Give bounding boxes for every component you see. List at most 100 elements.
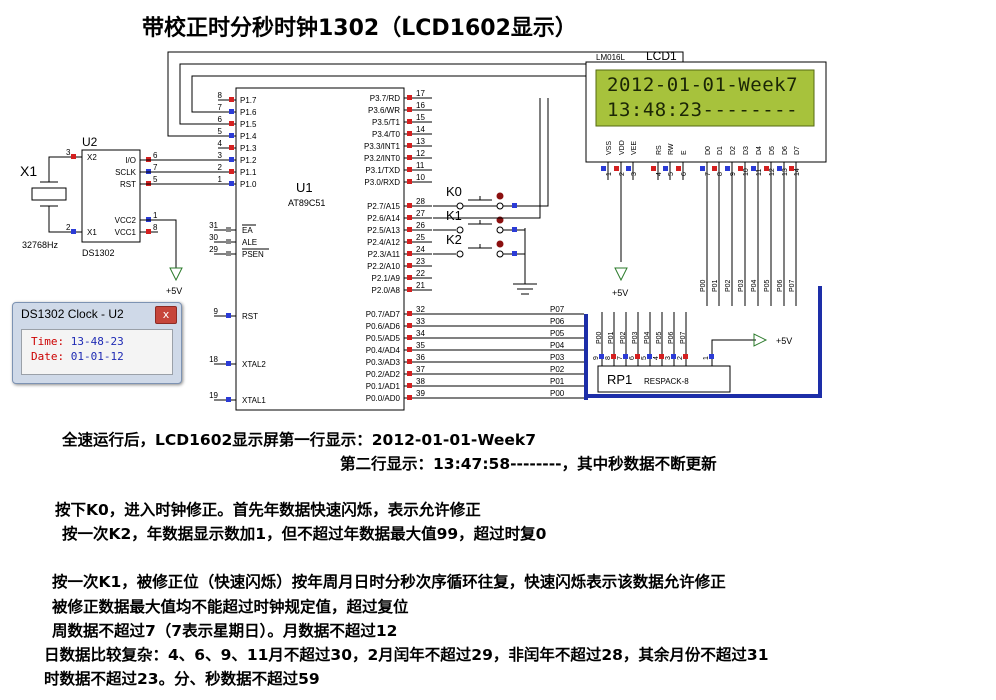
respack-net-label: P00 <box>596 331 603 344</box>
pin-state-marker <box>407 119 412 124</box>
mcu-pin-name: P0.6/AD6 <box>366 322 401 331</box>
rtc-p1-wires <box>140 159 218 268</box>
mcu-pin-name: P2.6/A14 <box>367 214 400 223</box>
pin-state-marker <box>407 203 412 208</box>
mcu-pin-name: P0.3/AD3 <box>366 358 401 367</box>
mcu-pin-number: 21 <box>416 281 425 290</box>
lcd-module[interactable] <box>585 61 827 163</box>
mcu-right-pins: 17P3.7/RD16P3.6/WR15P3.5/T114P3.4/T013P3… <box>364 89 432 403</box>
pin-state-marker <box>407 167 412 172</box>
key-button-icon[interactable] <box>496 240 504 248</box>
lcd-pin-name: VSS <box>606 141 613 155</box>
mcu-pin-name: P3.2/INT0 <box>364 154 401 163</box>
mcu-pin-name: P3.3/INT1 <box>364 142 401 151</box>
clock-date-value: 01-01-12 <box>70 350 124 363</box>
close-icon[interactable]: x <box>155 306 177 324</box>
lcd-pin-number: 10 <box>743 168 750 176</box>
lcd-pin-name: VDD <box>619 140 626 155</box>
mcu-pin-number: 1 <box>218 175 223 184</box>
lcd-pin-number: 1 <box>606 172 613 176</box>
mcu-pin-number: 39 <box>416 389 425 398</box>
mcu-pin-name: RST <box>242 312 258 321</box>
pin-state-marker <box>738 166 743 171</box>
key-contact <box>496 202 504 210</box>
respack-pin-number: 1 <box>703 356 710 360</box>
respack-net-label: P02 <box>620 331 627 344</box>
pin-state-marker <box>229 145 234 150</box>
pin-state-marker <box>407 275 412 280</box>
pin-state-marker <box>407 311 412 316</box>
note-9: 时数据不超过23。分、秒数据不超过59 <box>44 670 320 688</box>
mcu-pin-name: P3.7/RD <box>370 94 400 103</box>
respack-net-label: P03 <box>632 331 639 344</box>
mcu-pin-name: EA <box>242 226 253 235</box>
rtc-pin-name: I/O <box>125 156 136 165</box>
lcd-data-net-label: P01 <box>712 279 719 292</box>
mcu-pin-name: P2.0/A8 <box>372 286 401 295</box>
mcu-pin-name: P1.1 <box>240 168 257 177</box>
lcd-pin-name: E <box>681 150 688 155</box>
pin-state-marker <box>407 323 412 328</box>
respack-net-label: P07 <box>680 331 687 344</box>
key-ref: K2 <box>446 232 462 247</box>
mcu-pin-name: P1.3 <box>240 144 257 153</box>
mcu-pin-name: P3.6/WR <box>368 106 400 115</box>
ds1302-clock-window[interactable]: DS1302 Clock - U2 x Time: 13-48-23 Date:… <box>12 302 182 384</box>
mcu-pin-name: P3.5/T1 <box>372 118 401 127</box>
mcu-pin-number: 32 <box>416 305 425 314</box>
pin-state-marker <box>229 97 234 102</box>
pin-state-marker <box>71 229 76 234</box>
mcu-pin-number: 33 <box>416 317 425 326</box>
key-button-icon[interactable] <box>496 192 504 200</box>
mcu-pin-number: 13 <box>416 137 425 146</box>
mcu-pin-name: P1.6 <box>240 108 257 117</box>
pin-state-marker <box>229 109 234 114</box>
pin-state-marker <box>407 131 412 136</box>
pin-state-marker <box>751 166 756 171</box>
rtc-u2[interactable] <box>81 149 141 243</box>
lcd-data-net-label: P05 <box>764 279 771 292</box>
pin-state-marker <box>407 347 412 352</box>
mcu-pin-number: 23 <box>416 257 425 266</box>
pin-state-marker <box>671 354 676 359</box>
pin-state-marker <box>651 166 656 171</box>
mcu-ref: U1 <box>296 180 313 195</box>
respack-pin-number: 3 <box>665 356 672 360</box>
pin-state-marker <box>512 203 517 208</box>
mcu-pin-number: 11 <box>416 161 425 170</box>
p0-net-label: P02 <box>550 365 565 374</box>
crystal-ref: X1 <box>20 163 37 179</box>
mcu-pin-number: 36 <box>416 353 425 362</box>
pin-state-marker <box>611 354 616 359</box>
note-4: 按一次K2，年数据显示数加1，但不超过年数据最大值99，超过时复0 <box>62 525 547 543</box>
respack-net-label: P04 <box>644 331 651 344</box>
p0-net-label: P07 <box>550 305 565 314</box>
mcu-pin-name: P3.1/TXD <box>365 166 400 175</box>
rtc-pin-number: 5 <box>153 175 158 184</box>
pin-state-marker <box>512 251 517 256</box>
clock-window-titlebar[interactable]: DS1302 Clock - U2 x <box>13 303 181 325</box>
lcd-model: LM016L <box>596 53 625 62</box>
pin-state-marker <box>789 166 794 171</box>
pin-state-marker <box>407 371 412 376</box>
pin-state-marker <box>407 395 412 400</box>
mcu-pin-name: P2.7/A15 <box>367 202 400 211</box>
pin-state-marker <box>229 157 234 162</box>
respack-pin-number: 2 <box>677 356 684 360</box>
respack-pin-number: 5 <box>641 356 648 360</box>
respack-supply-label: +5V <box>776 336 792 346</box>
clock-time-value: 13-48-23 <box>70 335 124 348</box>
crystal-x1[interactable] <box>31 156 67 233</box>
pin-state-marker <box>226 313 231 318</box>
respack-pin-number: 4 <box>653 356 660 360</box>
pin-state-marker <box>407 383 412 388</box>
lcd-data-net-label: P02 <box>725 279 732 292</box>
pin-state-marker <box>407 179 412 184</box>
lcd-pin-name: D6 <box>782 146 789 155</box>
clock-window-panel: Time: 13-48-23 Date: 01-01-12 <box>21 329 173 375</box>
pin-state-marker <box>407 239 412 244</box>
respack-rp1[interactable] <box>597 365 731 393</box>
pin-state-marker <box>700 166 705 171</box>
mcu-pin-name: XTAL1 <box>242 396 266 405</box>
